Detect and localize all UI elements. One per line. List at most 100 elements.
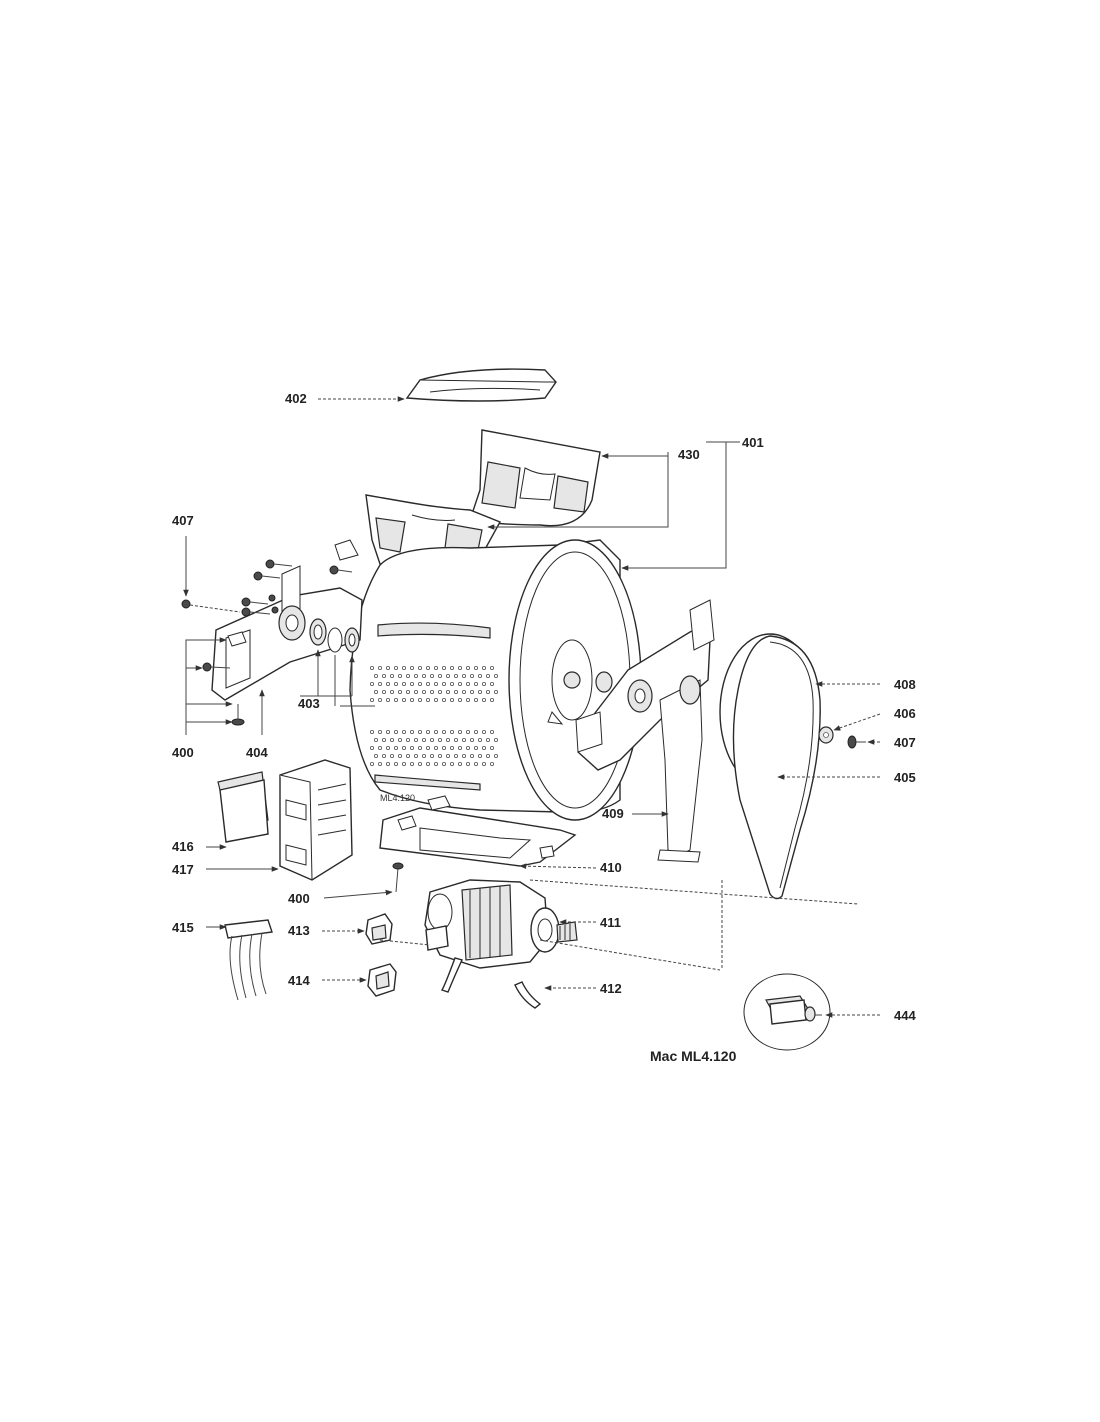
callout-411: 411 [600, 915, 621, 930]
perforation-hole [381, 738, 386, 743]
callout-406: 406 [894, 706, 916, 721]
perforation-hole [465, 666, 470, 671]
perforation-hole [445, 738, 450, 743]
perforation-hole [465, 762, 470, 767]
perforation-hole [457, 746, 462, 751]
perforation-hole [473, 698, 478, 703]
perforation-hole [445, 754, 450, 759]
perforation-hole [477, 690, 482, 695]
perforation-hole [397, 738, 402, 743]
perforation-hole [401, 666, 406, 671]
perforation-hole [425, 666, 430, 671]
leader-lines [183, 396, 881, 1018]
part-400-screw-bottom [392, 862, 404, 893]
perforation-hole [401, 746, 406, 751]
callout-417: 417 [172, 862, 194, 877]
perforation-hole [373, 690, 378, 695]
screw-set-left [181, 559, 353, 726]
part-409-right-bracket [575, 599, 715, 863]
perforation-hole [441, 762, 446, 767]
part-417-module-housing [279, 759, 353, 881]
perforation-hole [477, 754, 482, 759]
perforation-hole [413, 738, 418, 743]
callout-444: 444 [894, 1008, 916, 1023]
perforation-hole [437, 674, 442, 679]
perforation-hole [385, 666, 390, 671]
perforation-hole [425, 746, 430, 751]
perforation-hole [433, 682, 438, 687]
callout-410: 410 [600, 860, 622, 875]
perforation-hole [369, 746, 374, 751]
part-413-connector [365, 913, 449, 951]
perforation-hole [477, 738, 482, 743]
perforation-hole [369, 682, 374, 687]
perforation-hole [465, 682, 470, 687]
part-412-motor-straps [440, 957, 542, 1009]
perforation-hole [425, 682, 430, 687]
callout-414: 414 [288, 973, 310, 988]
part-401-drum: ML4.120 [349, 539, 642, 821]
perforation-hole [405, 690, 410, 695]
perforation-hole [425, 698, 430, 703]
callout-407-left: 407 [172, 513, 194, 528]
perforation-hole [389, 738, 394, 743]
perforation-hole [445, 674, 450, 679]
perforation-hole [385, 730, 390, 735]
perforation-hole [417, 666, 422, 671]
perforation-hole [417, 730, 422, 735]
perforation-hole [397, 754, 402, 759]
perforation-hole [433, 746, 438, 751]
perforation-hole [481, 746, 486, 751]
perforation-hole [429, 690, 434, 695]
perforation-hole [489, 682, 494, 687]
perforation-hole [413, 690, 418, 695]
perforation-hole [385, 682, 390, 687]
perforation-hole [377, 666, 382, 671]
part-408-drive-belt [732, 635, 821, 900]
perforation-hole [437, 738, 442, 743]
perforation-hole [381, 674, 386, 679]
perforation-hole [417, 698, 422, 703]
perforation-hole [465, 730, 470, 735]
perforation-hole [441, 666, 446, 671]
perforation-hole [405, 738, 410, 743]
perforation-hole [389, 690, 394, 695]
perforation-hole [449, 682, 454, 687]
perforation-hole [489, 762, 494, 767]
perforation-hole [493, 690, 498, 695]
perforation-hole [453, 690, 458, 695]
part-414-plug [367, 963, 397, 997]
callout-400-bottom: 400 [288, 891, 310, 906]
perforation-hole [397, 690, 402, 695]
perforation-hole [389, 754, 394, 759]
perforation-hole [393, 730, 398, 735]
perforation-hole [469, 738, 474, 743]
perforation-hole [393, 666, 398, 671]
perforation-hole [401, 682, 406, 687]
callout-407-right: 407 [894, 735, 916, 750]
perforation-hole [405, 674, 410, 679]
perforation-hole [433, 698, 438, 703]
perforation-hole [377, 698, 382, 703]
perforation-hole [461, 738, 466, 743]
perforation-hole [373, 738, 378, 743]
perforation-hole [433, 666, 438, 671]
perforation-hole [481, 682, 486, 687]
callout-400-left: 400 [172, 745, 194, 760]
perforation-hole [429, 674, 434, 679]
perforation-hole [369, 698, 374, 703]
perforation-hole [377, 682, 382, 687]
perforation-hole [445, 690, 450, 695]
perforation-hole [481, 730, 486, 735]
perforation-hole [457, 698, 462, 703]
perforation-hole [453, 674, 458, 679]
perforation-hole [469, 674, 474, 679]
perforation-hole [409, 698, 414, 703]
perforation-hole [473, 762, 478, 767]
perforation-hole [441, 682, 446, 687]
perforation-hole [489, 746, 494, 751]
perforation-hole [469, 690, 474, 695]
callout-416: 416 [172, 839, 194, 854]
perforation-hole [409, 682, 414, 687]
perforation-hole [409, 730, 414, 735]
